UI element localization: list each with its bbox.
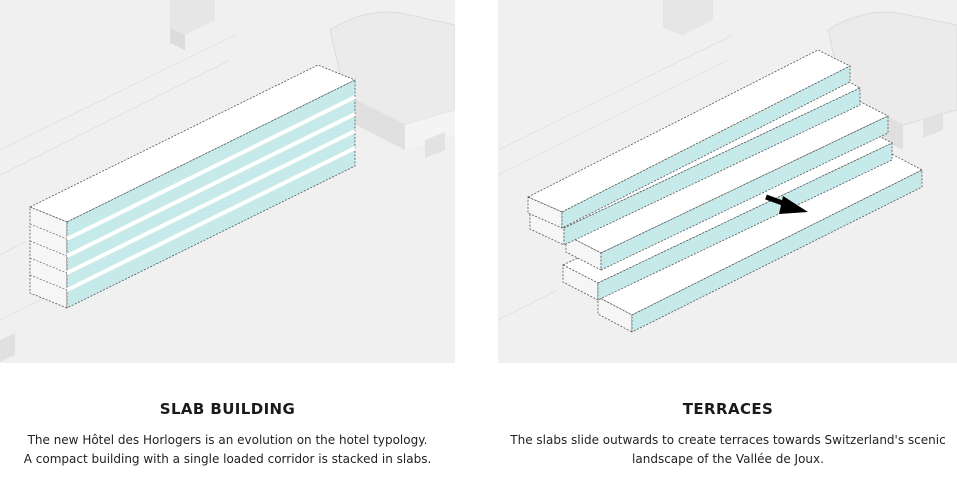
- slide-direction-arrow-icon: [765, 194, 808, 214]
- slab-floor-lines: [66, 95, 356, 292]
- terraces-description: The slabs slide outwards to create terra…: [478, 431, 957, 469]
- context-buildings: [0, 0, 455, 362]
- terraces-illustration: [498, 0, 957, 363]
- terrace-slab-1: [597, 151, 923, 333]
- terraces-description-line2: landscape of the Vallée de Joux.: [632, 452, 824, 466]
- terraces-diagram: [498, 0, 957, 363]
- terraces-description-line1: The slabs slide outwards to create terra…: [510, 433, 946, 447]
- terraces-title: TERRACES: [682, 400, 774, 418]
- slab-building-diagram: [0, 0, 455, 363]
- terrace-slab-3: [565, 97, 889, 271]
- slab-building-illustration: [0, 0, 455, 363]
- slab-building-description-line2: A compact building with a single loaded …: [23, 452, 432, 466]
- terraces-caption: TERRACES The slabs slide outwards to cre…: [478, 400, 957, 469]
- slab-stack: [29, 64, 356, 309]
- slab-facade: [66, 79, 356, 309]
- context-lines: [498, 34, 734, 321]
- slab-building-title: SLAB BUILDING: [159, 400, 296, 418]
- slab-building-description-line1: The new Hôtel des Horlogers is an evolut…: [27, 433, 428, 447]
- slab-end-lines: [29, 223, 68, 291]
- terrace-slab-5: [527, 49, 851, 229]
- context-lines: [0, 34, 236, 321]
- terrace-stack: [527, 49, 923, 333]
- slab-building-caption: SLAB BUILDING The new Hôtel des Horloger…: [0, 400, 465, 469]
- slab-building-description: The new Hôtel des Horlogers is an evolut…: [0, 431, 465, 469]
- slab-end-face: [29, 206, 68, 309]
